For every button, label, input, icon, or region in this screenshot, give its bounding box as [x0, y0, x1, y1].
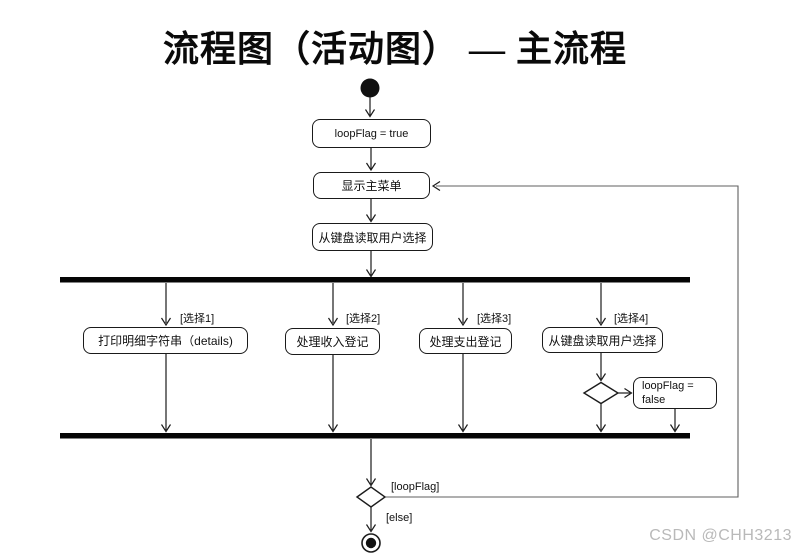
activity-init-loopflag: loopFlag = true: [312, 119, 431, 148]
activity-print-details: 打印明细字符串（details): [83, 327, 248, 354]
activity-show-main-menu: 显示主菜单: [313, 172, 430, 199]
activity-handle-income: 处理收入登记: [285, 328, 380, 355]
fork-bar: [60, 277, 690, 283]
activity-read-user-choice-label: 从键盘读取用户选择: [318, 230, 427, 245]
activity-init-loopflag-label: loopFlag = true: [334, 127, 409, 140]
decision-diamond-loopflag: [355, 486, 387, 508]
activity-show-main-menu-label: 显示主菜单: [341, 179, 402, 193]
activity-set-loopflag-false-line1: loopFlag =: [642, 380, 694, 392]
final-node: [361, 533, 381, 553]
activity-read-user-choice: 从键盘读取用户选择: [312, 223, 433, 251]
page-title: 流程图（活动图） — 主流程: [162, 29, 627, 69]
activity-read-user-choice-2-label: 从键盘读取用户选择: [548, 333, 657, 348]
csdn-watermark: CSDN @CHH3213: [649, 527, 792, 544]
edge-loopback: [385, 185, 739, 498]
activity-handle-expense: 处理支出登记: [419, 328, 512, 354]
edge-label-choice2: [选择2]: [346, 313, 381, 325]
activity-set-loopflag-false-line2: false: [642, 394, 666, 406]
flow-edges: [160, 97, 681, 533]
initial-node: [360, 78, 380, 98]
activity-set-loopflag-false: loopFlag = false: [633, 377, 717, 409]
edge-label-choice3: [选择3]: [477, 313, 512, 325]
decision-diamond-choice4: [582, 381, 620, 405]
edge-label-choice4: [选择4]: [614, 313, 649, 325]
activity-handle-expense-label: 处理支出登记: [429, 334, 502, 349]
edge-label-loopflag: [loopFlag]: [391, 481, 440, 493]
join-bar: [60, 433, 690, 439]
arrowhead-into-show-menu: [431, 180, 441, 192]
activity-print-details-label: 打印明细字符串（details): [98, 334, 233, 348]
edge-label-choice1: [选择1]: [180, 313, 215, 325]
activity-read-user-choice-2: 从键盘读取用户选择: [542, 327, 663, 353]
activity-handle-income-label: 处理收入登记: [296, 335, 369, 349]
edge-label-else: [else]: [386, 512, 413, 524]
